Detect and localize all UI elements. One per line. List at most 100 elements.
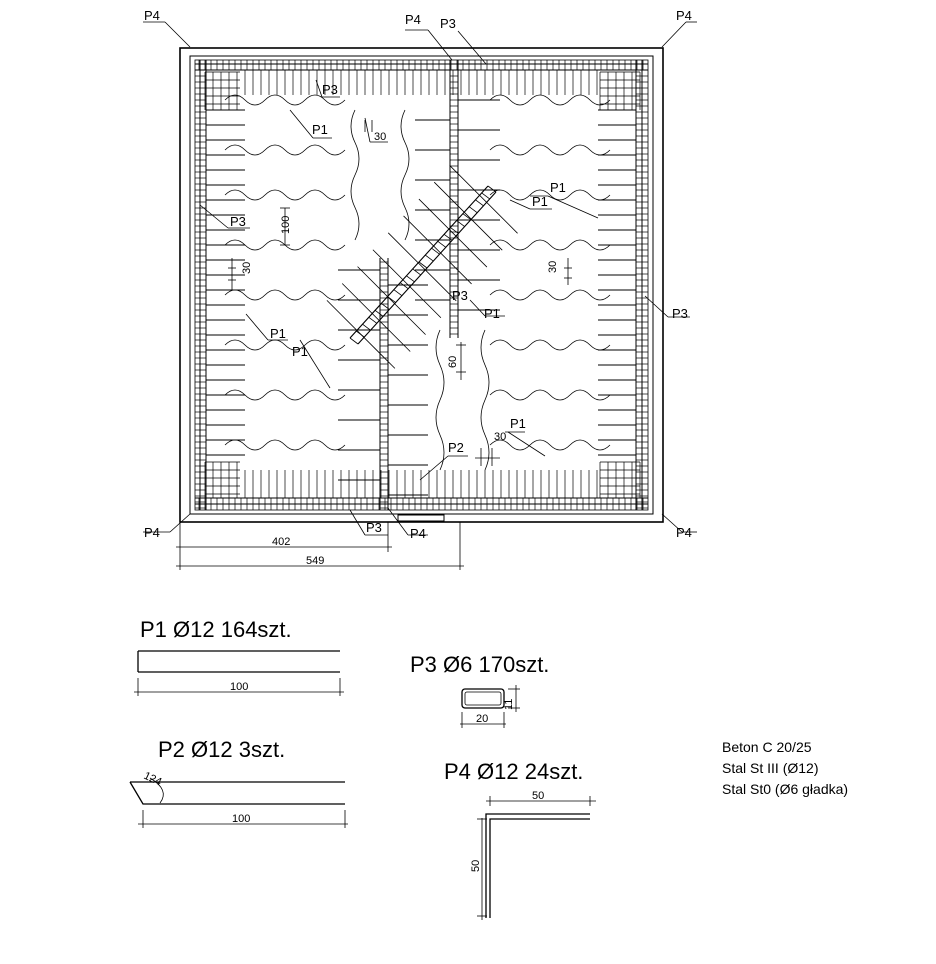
dim-549: 549 [306,555,324,567]
break-line [489,189,611,201]
slab-outline-inner [189,55,654,515]
slab-outline-outer [179,47,664,523]
dim-60: 60 [447,356,459,368]
break-line [489,339,611,351]
diagonal-bar [449,165,518,234]
diagonal-bar [433,181,503,251]
dim-30-b: 30 [241,262,253,274]
label-p2: P2 [448,440,464,455]
label-p3-4: P3 [452,288,468,303]
detail-p3-width: 20 [476,713,488,725]
detail-p3-height: 11 [503,699,515,710]
label-p4-bottom: P4 [410,526,426,541]
label-p4-tr: P4 [676,8,692,23]
dim-100: 100 [280,216,292,234]
label-p3-2: P3 [322,82,338,97]
detail-p1-length: 100 [230,681,248,693]
label-p3-3: P3 [230,214,246,229]
detail-p1: P1 Ø12 164szt. 100 [134,617,344,696]
diagonal-bar [326,300,396,369]
stirrup [468,206,478,214]
stirrup [412,268,421,276]
stirrup [487,185,497,193]
break-line [224,94,346,106]
diagonal-bar [372,249,442,319]
detail-p2-bend: 124 [142,770,164,789]
break-line [489,389,611,401]
dim-402: 402 [272,536,290,548]
label-p4-br: P4 [676,525,692,540]
label-p1-1: P1 [312,122,328,137]
break-line [224,389,346,401]
break-line [489,439,611,451]
legend-concrete: Beton C 20/25 [722,739,812,755]
stirrup [393,289,403,296]
break-line [480,329,490,471]
detail-p4-leg-h: 50 [532,790,544,802]
break-line [435,329,445,471]
break-line [400,109,410,241]
detail-p3-title: P3 Ø6 170szt. [410,652,549,677]
stirrup [368,316,378,324]
stirrup [462,213,472,220]
slab-plan: P4 P4 P4 P4 P4 P4 P2 P3 P3 P3 P3 P3 P3 P… [143,8,697,570]
stirrup [425,254,434,262]
label-p1-5: P1 [270,326,286,341]
stirrup [406,275,415,283]
stirrup [374,310,384,317]
stirrup [456,220,465,227]
label-p1-3: P1 [532,194,548,209]
diagonal-bar [357,266,426,335]
stirrup-bands [195,60,648,510]
stirrup [418,261,428,269]
detail-p2-length: 100 [232,813,250,825]
break-line [224,144,346,156]
stirrup [437,240,447,248]
label-p3-1: P3 [440,16,456,31]
detail-p2: P2 Ø12 3szt. 124 100 [129,737,348,828]
stirrup [475,199,484,207]
detail-p4: P4 Ø12 24szt. 50 50 [444,759,596,920]
break-line [489,289,611,301]
material-legend: Beton C 20/25 Stal St III (Ø12) Stal St0… [722,739,848,797]
label-p4-top: P4 [405,12,421,27]
label-p1-6: P1 [292,344,308,359]
stirrup [443,234,453,241]
stirrup [381,303,390,310]
label-p4-bl: P4 [144,525,160,540]
diagonal-bar [341,283,411,352]
break-line [489,144,611,156]
break-line [489,94,611,106]
diagonal-bar [418,198,488,268]
main-bars [206,99,636,496]
detail-p2-title: P2 Ø12 3szt. [158,737,285,762]
stirrup [399,282,409,290]
detail-p4-title: P4 Ø12 24szt. [444,759,583,784]
label-p3-6: P3 [366,520,382,535]
dim-30-c: 30 [547,261,559,273]
label-p3-5: P3 [672,306,688,321]
overall-dims [176,522,464,570]
diagonal-bar [387,232,457,302]
label-p1-2: P1 [550,180,566,195]
dim-30-a: 30 [374,131,386,143]
stirrup [481,192,490,200]
stirrup [431,247,440,255]
detail-p4-leg-v: 50 [470,860,482,872]
break-line [224,189,346,201]
slab-outline-inner2 [194,59,649,511]
legend-steel-smooth: Stal St0 (Ø6 gładka) [722,781,848,797]
label-p4-tl: P4 [144,8,160,23]
stirrup [362,323,371,331]
break-line [224,339,346,351]
break-line [489,239,611,251]
small-dims [228,120,572,466]
label-p1-7: P1 [510,416,526,431]
leader-lines [143,21,697,536]
break-line [224,289,346,301]
diagonal-bar [403,215,472,285]
break-line [350,109,360,241]
diagonal-ladder [326,165,518,369]
stirrup [450,227,459,234]
